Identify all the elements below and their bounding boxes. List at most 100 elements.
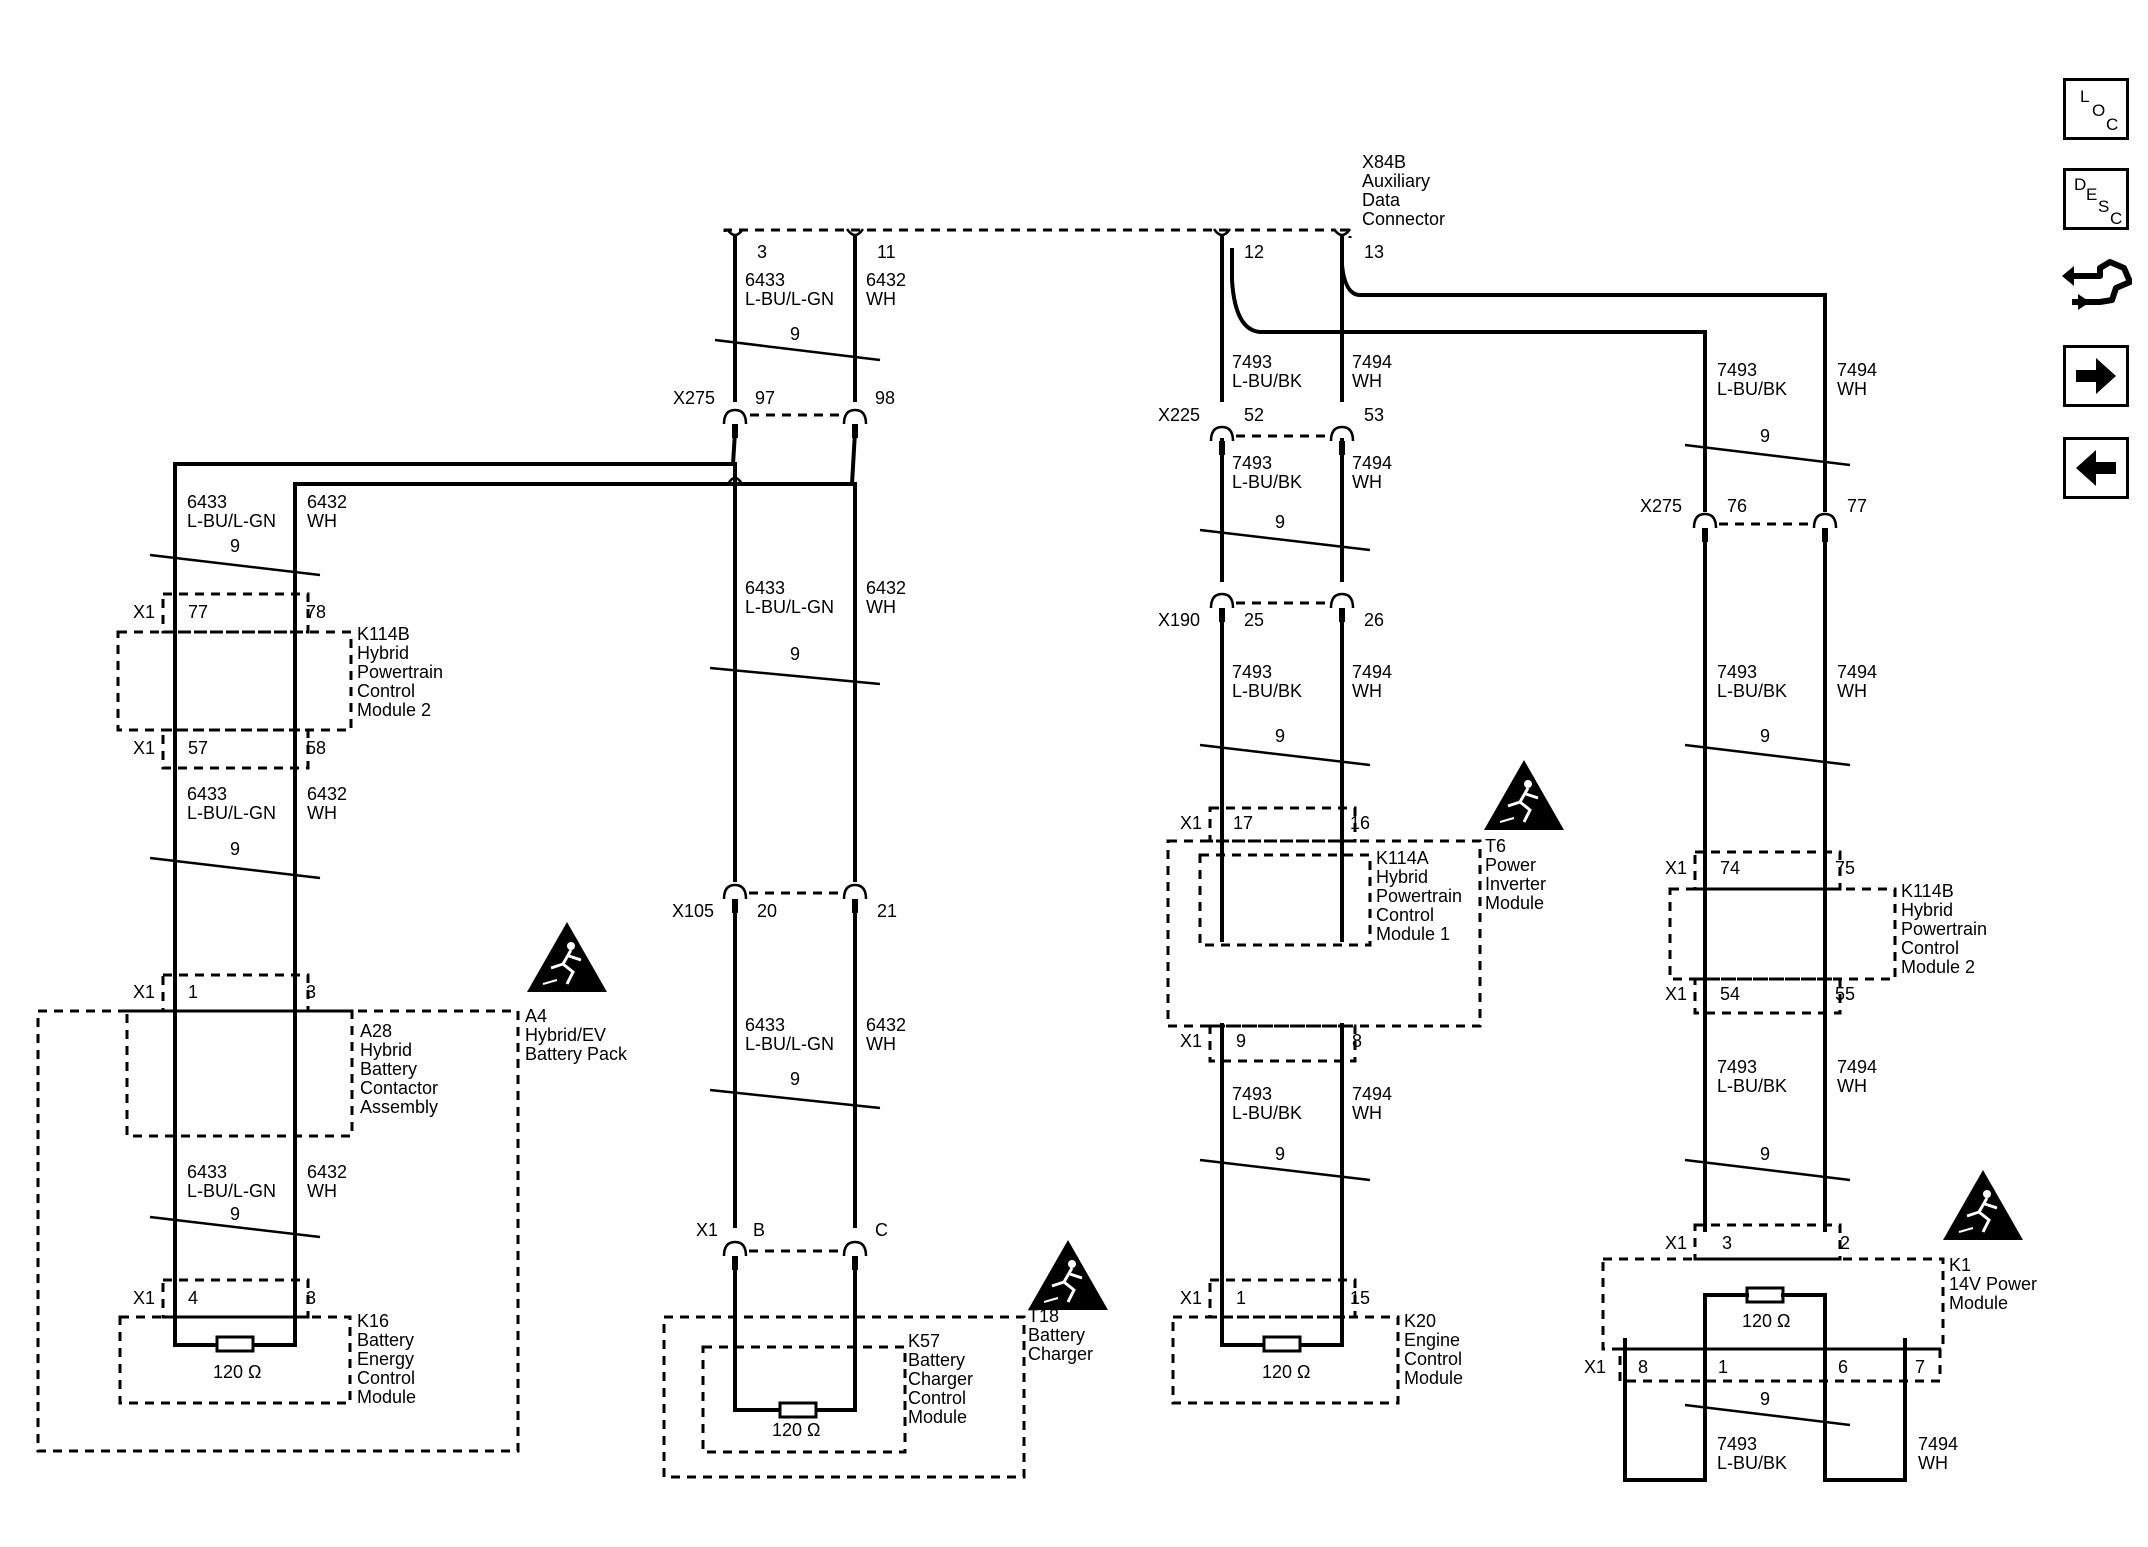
svg-text:8: 8 — [1352, 1031, 1362, 1051]
module-boxes — [36, 592, 1945, 1479]
svg-text:Hybrid: Hybrid — [1901, 900, 1953, 920]
svg-text:Control: Control — [908, 1388, 966, 1408]
description-button[interactable]: D E S C — [2063, 168, 2129, 230]
svg-text:WH: WH — [1352, 472, 1382, 492]
svg-text:Hybrid: Hybrid — [357, 643, 409, 663]
svg-text:Control: Control — [357, 681, 415, 701]
svg-text:9: 9 — [1275, 512, 1285, 532]
svg-text:L-BU/BK: L-BU/BK — [1232, 371, 1302, 391]
svg-text:Charger: Charger — [908, 1369, 973, 1389]
svg-text:WH: WH — [1837, 681, 1867, 701]
svg-text:2: 2 — [1840, 1233, 1850, 1253]
svg-text:13: 13 — [1364, 242, 1384, 262]
svg-text:X1: X1 — [696, 1220, 718, 1240]
previous-page-button[interactable] — [2063, 437, 2129, 499]
svg-text:7494: 7494 — [1352, 352, 1392, 372]
svg-text:L-BU/BK: L-BU/BK — [1232, 681, 1302, 701]
svg-text:55: 55 — [1835, 984, 1855, 1004]
svg-text:Battery: Battery — [1028, 1325, 1085, 1345]
svg-text:6432: 6432 — [307, 492, 347, 512]
svg-text:7494: 7494 — [1352, 662, 1392, 682]
svg-text:7494: 7494 — [1837, 360, 1877, 380]
svg-text:9: 9 — [1760, 1389, 1770, 1409]
svg-text:12: 12 — [1244, 242, 1264, 262]
svg-text:77: 77 — [188, 602, 208, 622]
svg-text:120 Ω: 120 Ω — [1262, 1362, 1311, 1382]
svg-text:Control: Control — [1901, 938, 1959, 958]
svg-text:L-BU/L-GN: L-BU/L-GN — [187, 1181, 276, 1201]
svg-text:Module 2: Module 2 — [1901, 957, 1975, 977]
twist-marks — [149, 338, 1851, 1427]
svg-text:6433: 6433 — [745, 1015, 785, 1035]
svg-text:X1: X1 — [133, 602, 155, 622]
svg-text:77: 77 — [1847, 496, 1867, 516]
svg-text:21: 21 — [877, 901, 897, 921]
svg-text:3: 3 — [1722, 1233, 1732, 1253]
svg-text:Auxiliary: Auxiliary — [1362, 171, 1430, 191]
arrow-right-icon — [2076, 358, 2116, 394]
svg-text:X1: X1 — [1665, 1233, 1687, 1253]
svg-text:L-BU/BK: L-BU/BK — [1232, 472, 1302, 492]
svg-text:X275: X275 — [673, 388, 715, 408]
svg-text:K114B: K114B — [1901, 881, 1954, 901]
labels: X84B Auxiliary Data Connector 3 11 12 13… — [133, 152, 2037, 1473]
connector-view-button[interactable] — [2060, 252, 2133, 314]
svg-text:14V Power: 14V Power — [1949, 1274, 2037, 1294]
svg-text:WH: WH — [1918, 1453, 1948, 1473]
svg-text:1: 1 — [1718, 1357, 1728, 1377]
svg-text:7494: 7494 — [1918, 1434, 1958, 1454]
svg-text:3: 3 — [306, 982, 316, 1002]
svg-text:Module 2: Module 2 — [357, 700, 431, 720]
svg-text:7494: 7494 — [1352, 453, 1392, 473]
svg-text:11: 11 — [877, 242, 896, 262]
svg-text:WH: WH — [866, 1034, 896, 1054]
svg-text:X1: X1 — [133, 1288, 155, 1308]
svg-text:7493: 7493 — [1717, 1434, 1757, 1454]
svg-text:9: 9 — [1236, 1031, 1246, 1051]
svg-text:X190: X190 — [1158, 610, 1200, 630]
svg-text:X1: X1 — [133, 738, 155, 758]
svg-text:7493: 7493 — [1232, 352, 1272, 372]
svg-text:57: 57 — [188, 738, 208, 758]
svg-text:K20: K20 — [1404, 1311, 1436, 1331]
svg-text:Module 1: Module 1 — [1376, 924, 1450, 944]
svg-text:9: 9 — [1275, 1144, 1285, 1164]
wires — [173, 236, 1907, 1482]
svg-text:X1: X1 — [1180, 1288, 1202, 1308]
svg-text:1: 1 — [188, 982, 198, 1002]
svg-text:Hybrid: Hybrid — [360, 1040, 412, 1060]
svg-text:52: 52 — [1244, 405, 1264, 425]
svg-text:76: 76 — [1727, 496, 1747, 516]
svg-text:7494: 7494 — [1352, 1084, 1392, 1104]
svg-text:Powertrain: Powertrain — [1901, 919, 1987, 939]
svg-text:T18: T18 — [1028, 1306, 1059, 1326]
svg-text:WH: WH — [866, 289, 896, 309]
svg-text:3: 3 — [306, 1288, 316, 1308]
svg-text:Control: Control — [357, 1368, 415, 1388]
svg-text:C: C — [875, 1220, 888, 1240]
svg-text:X1: X1 — [1665, 984, 1687, 1004]
svg-text:B: B — [753, 1220, 765, 1240]
svg-text:120 Ω: 120 Ω — [1742, 1311, 1791, 1331]
svg-text:K114A: K114A — [1376, 848, 1429, 868]
svg-text:L-BU/BK: L-BU/BK — [1232, 1103, 1302, 1123]
svg-text:9: 9 — [790, 644, 800, 664]
svg-text:7493: 7493 — [1232, 453, 1272, 473]
svg-text:X1: X1 — [1584, 1357, 1606, 1377]
location-button[interactable]: L O C — [2063, 78, 2129, 140]
svg-text:Module: Module — [908, 1407, 967, 1427]
svg-text:9: 9 — [230, 1204, 240, 1224]
svg-text:Charger: Charger — [1028, 1344, 1093, 1364]
svg-text:58: 58 — [306, 738, 326, 758]
svg-text:L-BU/L-GN: L-BU/L-GN — [187, 803, 276, 823]
svg-text:9: 9 — [1275, 726, 1285, 746]
svg-text:6432: 6432 — [866, 1015, 906, 1035]
svg-text:Module: Module — [1404, 1368, 1463, 1388]
svg-text:120 Ω: 120 Ω — [213, 1362, 262, 1382]
next-page-button[interactable] — [2063, 345, 2129, 407]
high-voltage-warning-icon — [1941, 1168, 2025, 1242]
svg-text:WH: WH — [1352, 371, 1382, 391]
svg-text:53: 53 — [1364, 405, 1384, 425]
svg-text:A28: A28 — [360, 1021, 392, 1041]
svg-text:X105: X105 — [672, 901, 714, 921]
